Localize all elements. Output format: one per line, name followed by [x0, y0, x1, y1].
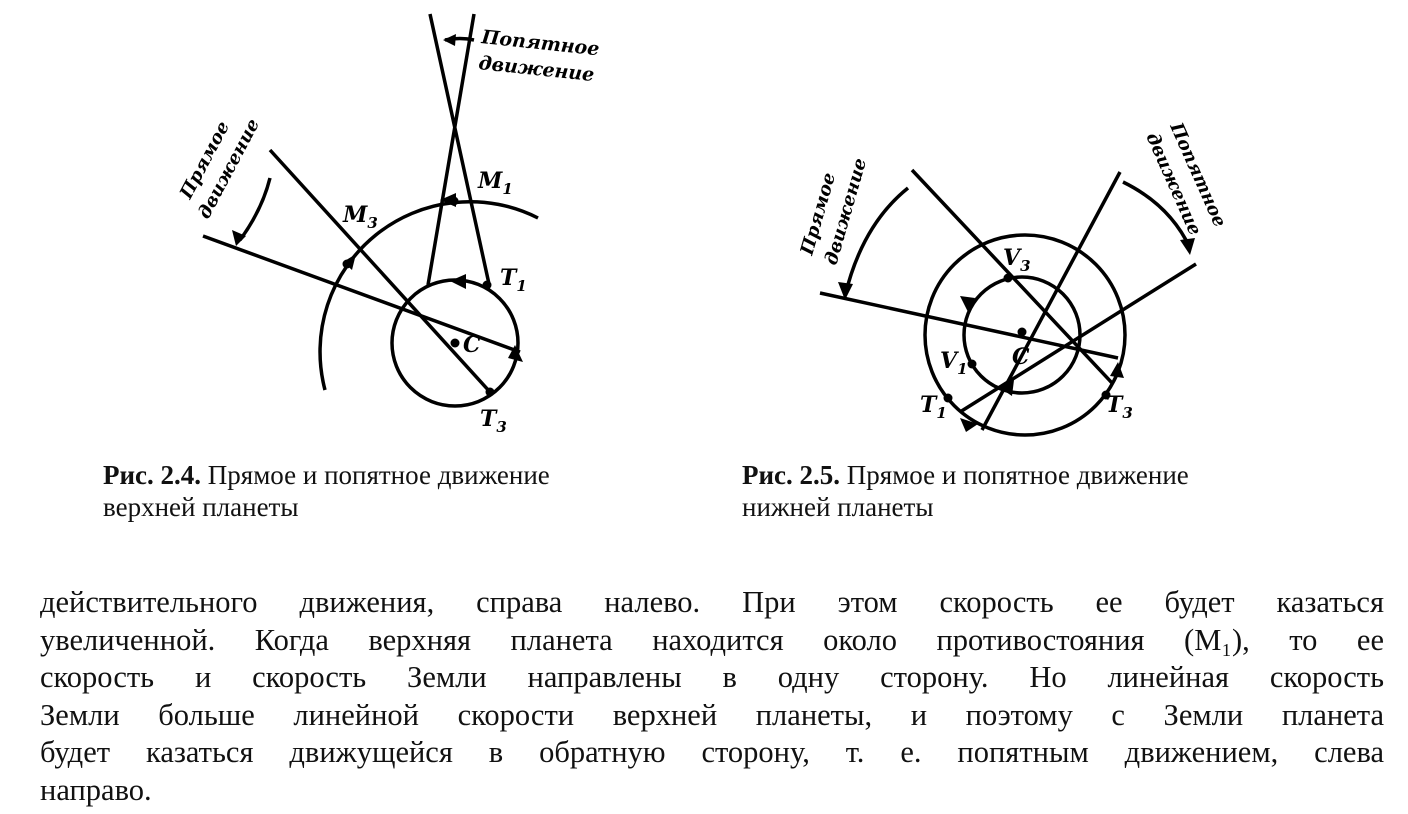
caption-number-left: Рис. 2.4. — [103, 460, 202, 490]
body-line: действительного движения, справа налево.… — [40, 585, 1384, 619]
sight-line-t3 — [268, 148, 492, 394]
point-t1-right — [943, 393, 953, 403]
label-t1-right: T1 — [920, 392, 947, 422]
point-v1 — [967, 359, 977, 369]
prograde-arc-right — [843, 186, 910, 297]
orbit-arrow-t1-right — [960, 418, 978, 432]
label-center-right: C — [1012, 344, 1030, 370]
center-dot-right — [1017, 327, 1027, 337]
label-t1-left: T1 — [500, 265, 527, 295]
sight-line-left-2 — [428, 13, 491, 285]
sight-line-left-1 — [426, 13, 476, 286]
label-t3-right: T3 — [1106, 392, 1133, 422]
sight-line-prograde — [202, 234, 521, 354]
body-paragraph: действительного движения, справа налево.… — [40, 584, 1384, 809]
sight-line-right-2 — [980, 171, 1122, 431]
label-center-left: C — [463, 332, 481, 358]
orbit-arrow-v1 — [1000, 380, 1014, 396]
orbit-arrow-t3-right — [1110, 362, 1124, 378]
body-line: будет казаться движущейся в обратную сто… — [40, 735, 1384, 769]
caption-line2-right: нижней планеты — [742, 492, 934, 522]
sight-line-right-3 — [819, 291, 1119, 360]
retrograde-arrowhead-right — [1180, 238, 1195, 255]
label-t3-left: T3 — [480, 406, 507, 436]
caption-line2-left: верхней планеты — [103, 492, 299, 522]
prograde-arrowhead-right — [838, 282, 853, 300]
caption-number-right: Рис. 2.5. — [742, 460, 841, 490]
earth-orbit-right — [923, 233, 1127, 437]
body-line: увеличенной. Когда верхняя планета наход… — [40, 622, 1384, 657]
label-v3: V3 — [1003, 245, 1031, 275]
retrograde-arrowhead-left — [443, 34, 456, 46]
center-dot-left — [450, 338, 460, 348]
label-m3: М3 — [342, 202, 378, 232]
body-line: Земли больше линейной скорости верхней п… — [40, 697, 1384, 732]
orbit-arrow-v3 — [960, 296, 975, 312]
point-t3-left — [485, 387, 495, 397]
point-m3 — [342, 259, 352, 269]
point-v3 — [1003, 273, 1013, 283]
planet-orbit-left — [318, 199, 539, 391]
caption-figure-2-5: Рис. 2.5. Прямое и попятное движение ниж… — [742, 459, 1189, 523]
body-line: направо. — [40, 772, 152, 807]
orbit-arrow-t3 — [508, 345, 523, 362]
sight-line-right-4 — [959, 262, 1197, 414]
label-m1: М1 — [477, 168, 513, 198]
caption-text-right: Прямое и попятное движение — [840, 460, 1189, 490]
point-t1-left — [482, 280, 492, 290]
label-v1: V1 — [940, 348, 968, 378]
point-m1 — [449, 196, 459, 206]
point-t3-right — [1101, 390, 1111, 400]
prograde-arrowhead-left — [232, 230, 246, 246]
body-line: скорость и скорость Земли направлены в о… — [40, 660, 1384, 694]
prograde-arc-left — [238, 177, 272, 242]
caption-figure-2-4: Рис. 2.4. Прямое и попятное движение вер… — [103, 459, 550, 523]
caption-text-left: Прямое и попятное движение — [201, 460, 550, 490]
orbit-arrow-t1 — [450, 274, 466, 289]
